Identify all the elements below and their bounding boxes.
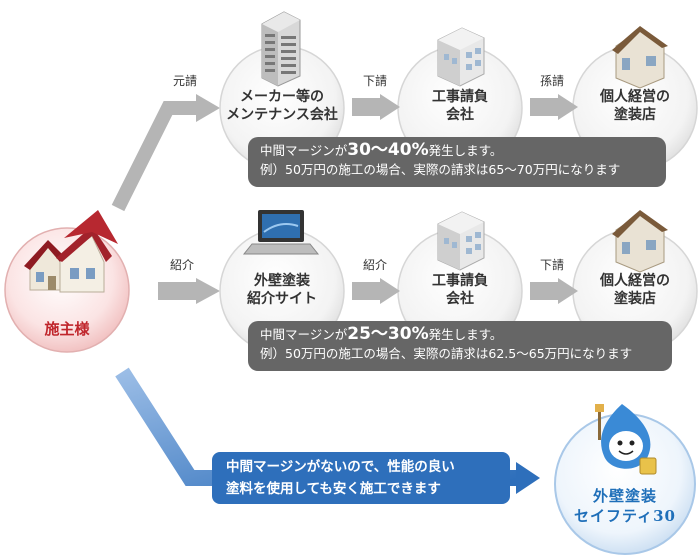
- margin-note-row2: 中間マージンが25〜30%発生します。 例）50万円の施工の場合、実際の請求は6…: [248, 321, 672, 371]
- mascot-icon: [595, 404, 657, 475]
- brand-label-line2: セイフティ30: [574, 507, 676, 525]
- node-r1-contractor-label: 工事請負 会社: [432, 89, 488, 123]
- margin-note-row1: 中間マージンが30〜40%発生します。 例）50万円の施工の場合、実際の請求は6…: [248, 137, 666, 187]
- node-r2-contractor-label: 工事請負 会社: [432, 273, 488, 307]
- branch-arrow-mid: [158, 282, 198, 300]
- branch-arrow-top: [111, 101, 198, 212]
- branch-arrow-bottom-head: [516, 462, 540, 494]
- row1-arrows: [352, 94, 578, 120]
- note-r2-prefix: 中間マージンが: [260, 327, 348, 342]
- branch-arrow-mid-head: [196, 278, 220, 304]
- company-building-icon-2: [437, 211, 485, 271]
- edge-label-r1-prime: 元請: [172, 74, 197, 88]
- edge-label-r2-sub: 下請: [539, 258, 564, 272]
- direct-note-box: [212, 452, 510, 504]
- office-building-icon: [261, 11, 301, 87]
- note-r1-prefix: 中間マージンが: [260, 143, 348, 158]
- node-r2-painter-label: 個人経営の 塗装店: [600, 273, 670, 307]
- note-r1-highlight: 30〜40%: [347, 140, 429, 160]
- client-label: 施主様: [44, 320, 90, 338]
- node-r1-painter-label: 個人経営の 塗装店: [600, 89, 670, 123]
- note-r2-suffix: 発生します。: [428, 327, 503, 342]
- node-r1-maker-label: メーカー等の メンテナンス会社: [226, 89, 338, 123]
- note-r1-suffix: 発生します。: [428, 143, 503, 158]
- note-r1-example: 例）50万円の施工の場合、実際の請求は65〜70万円になります: [260, 162, 621, 177]
- note-r2-example: 例）50万円の施工の場合、実際の請求は62.5〜65万円になります: [260, 346, 633, 361]
- branch-arrow-top-head: [196, 94, 220, 122]
- node-r2-site-label: 外壁塗装 紹介サイト: [247, 273, 317, 307]
- brand-label: 外壁塗装 セイフティ30: [560, 486, 690, 526]
- house-icon: [24, 210, 118, 293]
- direct-note-line1: 中間マージンがないので、性能の良い: [226, 459, 455, 475]
- direct-note: 中間マージンがないので、性能の良い 塗料を使用しても安く施工できます: [226, 456, 516, 500]
- direct-note-line2: 塗料を使用しても安く施工できます: [226, 481, 441, 497]
- row2-arrows: [352, 278, 578, 304]
- edge-label-r1-subsub: 孫請: [539, 74, 564, 88]
- edge-label-r1-sub: 下請: [362, 74, 387, 88]
- shop-house-icon-2: [612, 210, 668, 273]
- shop-house-icon: [612, 26, 668, 89]
- brand-label-line1: 外壁塗装: [592, 487, 657, 505]
- laptop-icon: [242, 210, 320, 255]
- edge-label-r2-referral-2: 紹介: [362, 258, 387, 272]
- company-building-icon: [437, 27, 485, 87]
- edge-label-r2-referral: 紹介: [169, 258, 194, 272]
- note-r2-highlight: 25〜30%: [347, 324, 429, 344]
